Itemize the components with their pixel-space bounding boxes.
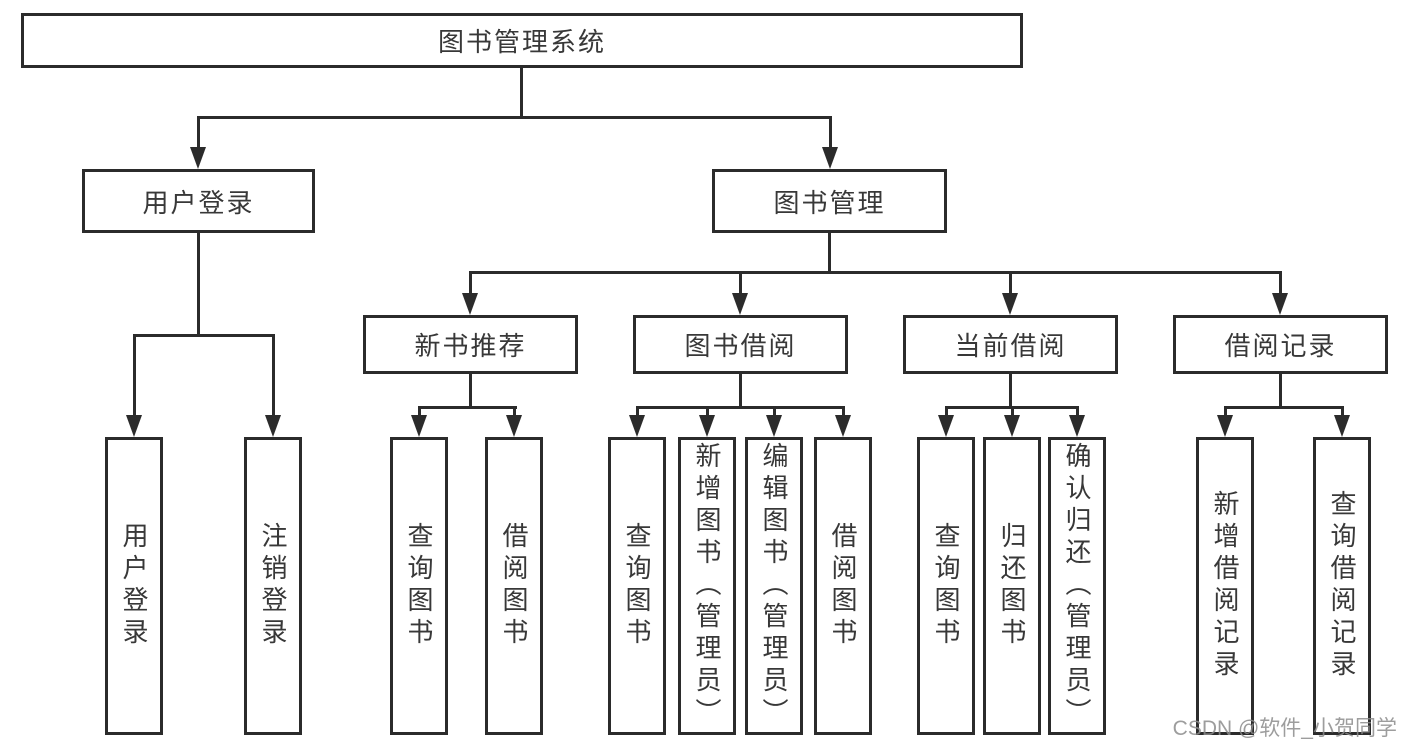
connector-book-mgmt-stem — [828, 231, 831, 274]
node-current-borrowing: 当前借阅 — [903, 315, 1118, 374]
connector-leaf-drop — [1341, 406, 1344, 418]
leaf-logout: 注销登录 — [244, 437, 302, 735]
node-label: 图书管理系统 — [437, 27, 606, 57]
arrowhead-down-icon — [1217, 415, 1233, 437]
connector-leaf-drop — [945, 406, 948, 418]
leaf-label: 编辑图书（管理员） — [759, 442, 789, 730]
connector-user-login-stem — [197, 231, 200, 337]
leaf-borrow-books-recommend: 借阅图书 — [485, 437, 543, 735]
node-label: 用户登录 — [142, 187, 255, 218]
connector-root-rail — [197, 116, 831, 119]
node-new-book-recommendation: 新书推荐 — [363, 315, 578, 374]
leaf-label: 新增借阅记录 — [1210, 490, 1240, 682]
connector-leaf-drop — [1076, 406, 1079, 418]
node-library-management-system: 图书管理系统 — [21, 13, 1023, 68]
arrowhead-down-icon — [126, 415, 142, 437]
connector-book-borrow-stem — [739, 372, 742, 408]
arrowhead-down-icon — [732, 293, 748, 315]
arrowhead-down-icon — [699, 415, 715, 437]
connector-leaf-drop — [842, 406, 845, 418]
connector-leaf-drop — [706, 406, 709, 418]
connector-borrow-records-stem — [1279, 372, 1282, 408]
leaf-return-books: 归还图书 — [983, 437, 1041, 735]
arrowhead-down-icon — [1272, 293, 1288, 315]
node-label: 当前借阅 — [954, 331, 1067, 361]
leaf-label: 归还图书 — [997, 522, 1027, 650]
node-user-login: 用户登录 — [82, 169, 315, 233]
node-label: 图书管理 — [773, 187, 886, 218]
leaf-label: 借阅图书 — [499, 522, 529, 650]
connector-to-borrow-records — [1279, 271, 1282, 297]
leaf-query-books-borrowing: 查询图书 — [608, 437, 666, 735]
arrowhead-down-icon — [629, 415, 645, 437]
connector-root-stem — [520, 66, 523, 118]
leaf-label: 用户登录 — [119, 522, 149, 650]
leaf-query-books-recommend: 查询图书 — [390, 437, 448, 735]
node-label: 新书推荐 — [414, 331, 527, 361]
connector-leaf-drop — [513, 406, 516, 418]
leaf-label: 查询图书 — [622, 522, 652, 650]
leaf-label: 查询图书 — [404, 522, 434, 650]
leaf-query-books-current: 查询图书 — [917, 437, 975, 735]
connector-current-borrow-stem — [1009, 372, 1012, 408]
connector-to-book-management — [829, 116, 832, 152]
node-borrowing-records: 借阅记录 — [1173, 315, 1388, 374]
leaf-add-borrow-record: 新增借阅记录 — [1196, 437, 1254, 735]
leaf-label: 借阅图书 — [828, 522, 858, 650]
leaf-label: 查询图书 — [931, 522, 961, 650]
connector-new-book-stem — [469, 372, 472, 408]
connector-book-mgmt-rail — [469, 271, 1282, 274]
arrowhead-down-icon — [938, 415, 954, 437]
node-book-management: 图书管理 — [712, 169, 947, 233]
leaf-edit-books-admin: 编辑图书（管理员） — [745, 437, 803, 735]
connector-to-leaf-user-login — [133, 334, 136, 418]
connector-leaf-drop — [1011, 406, 1014, 418]
connector-to-book-borrow — [739, 271, 742, 297]
connector-borrow-records-rail — [1224, 406, 1344, 409]
arrowhead-down-icon — [1334, 415, 1350, 437]
arrowhead-down-icon — [265, 415, 281, 437]
arrowhead-down-icon — [1004, 415, 1020, 437]
connector-leaf-drop — [1224, 406, 1227, 418]
leaf-label: 新增图书（管理员） — [692, 442, 722, 730]
arrowhead-down-icon — [766, 415, 782, 437]
connector-to-leaf-logout — [272, 334, 275, 418]
node-label: 图书借阅 — [684, 331, 797, 361]
connector-leaf-drop — [636, 406, 639, 418]
arrowhead-down-icon — [822, 147, 838, 169]
arrowhead-down-icon — [1069, 415, 1085, 437]
connector-new-book-rail — [418, 406, 517, 409]
connector-leaf-drop — [418, 406, 421, 418]
connector-to-current-borrow — [1009, 271, 1012, 297]
connector-to-new-book — [469, 271, 472, 297]
connector-user-login-rail — [133, 334, 275, 337]
node-label: 借阅记录 — [1224, 331, 1337, 361]
arrowhead-down-icon — [411, 415, 427, 437]
connector-leaf-drop — [773, 406, 776, 418]
connector-to-user-login — [197, 116, 200, 152]
leaf-label: 查询借阅记录 — [1327, 490, 1357, 682]
arrowhead-down-icon — [1002, 293, 1018, 315]
connector-book-borrow-rail — [636, 406, 845, 409]
leaf-confirm-return-admin: 确认归还（管理员） — [1048, 437, 1106, 735]
arrowhead-down-icon — [506, 415, 522, 437]
watermark-text: CSDN @软件_小贺同学 — [1172, 717, 1397, 740]
node-book-borrowing: 图书借阅 — [633, 315, 848, 374]
arrowhead-down-icon — [462, 293, 478, 315]
arrowhead-down-icon — [190, 147, 206, 169]
leaf-add-books-admin: 新增图书（管理员） — [678, 437, 736, 735]
leaf-query-borrow-record: 查询借阅记录 — [1313, 437, 1371, 735]
leaf-borrow-books: 借阅图书 — [814, 437, 872, 735]
leaf-user-login: 用户登录 — [105, 437, 163, 735]
leaf-label: 注销登录 — [258, 522, 288, 650]
arrowhead-down-icon — [835, 415, 851, 437]
leaf-label: 确认归还（管理员） — [1062, 442, 1092, 730]
